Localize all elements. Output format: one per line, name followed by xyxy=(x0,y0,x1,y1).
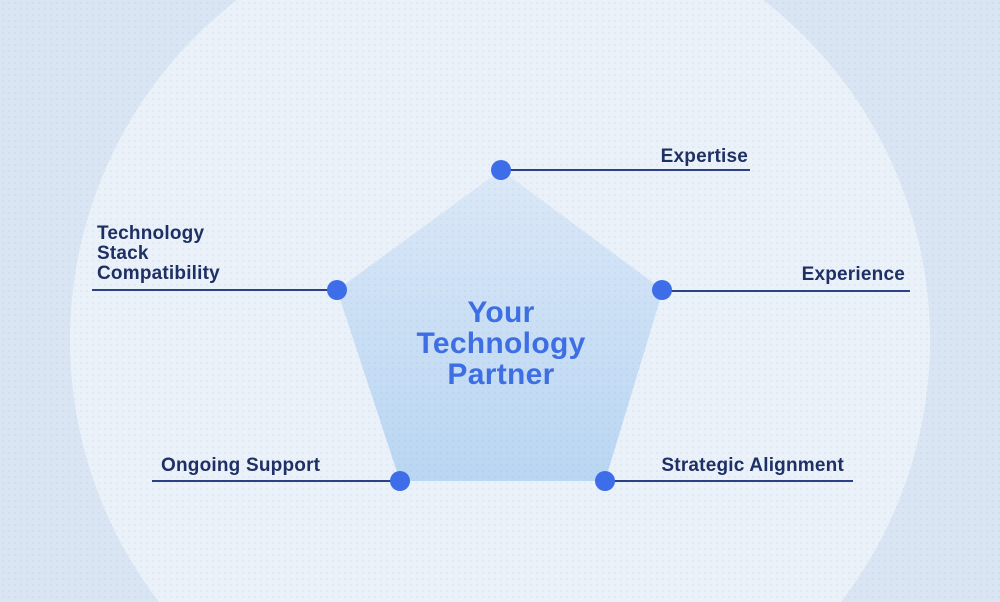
node-dot-expertise xyxy=(491,160,511,180)
label-strategic-alignment: Strategic Alignment xyxy=(661,455,844,476)
node-dot-ongoing-support xyxy=(390,471,410,491)
center-title-line: Your xyxy=(467,296,535,329)
center-title-line: Technology xyxy=(416,327,586,360)
label-ongoing-support: Ongoing Support xyxy=(161,455,321,476)
label-technology-stack-compatibility: Technology Stack Compatibility xyxy=(97,223,220,284)
pentagon-shape xyxy=(337,170,663,481)
node-dot-technology-stack-compatibility xyxy=(327,280,347,300)
center-title: Your Technology Partner xyxy=(341,297,661,390)
label-experience: Experience xyxy=(801,264,905,285)
center-title-line: Partner xyxy=(447,358,555,391)
label-expertise: Expertise xyxy=(660,146,748,167)
node-dot-strategic-alignment xyxy=(595,471,615,491)
node-dot-experience xyxy=(652,280,672,300)
